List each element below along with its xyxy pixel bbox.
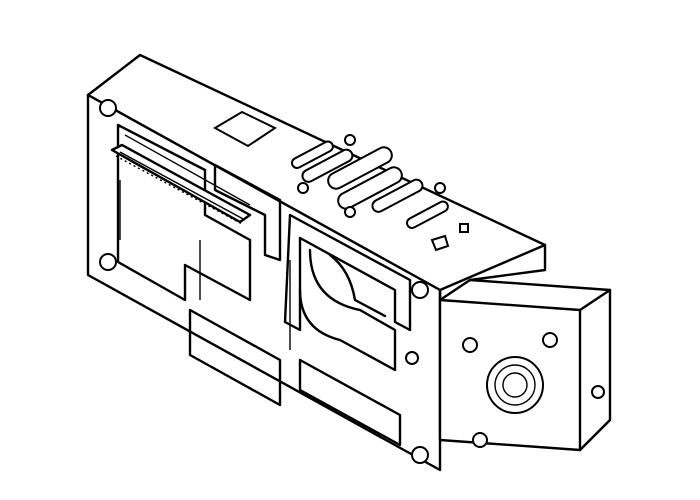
port-hole xyxy=(591,385,605,399)
top-face xyxy=(86,53,547,292)
top-slots xyxy=(290,134,469,252)
front-section-face xyxy=(86,93,442,472)
port-hole xyxy=(542,332,558,348)
mounting-hole xyxy=(411,446,429,464)
mounting-hole xyxy=(99,253,117,271)
mounting-hole xyxy=(405,351,419,365)
end-block xyxy=(438,243,612,452)
port-hole xyxy=(462,337,478,353)
mounting-hole xyxy=(411,281,429,299)
mounting-hole xyxy=(99,99,117,117)
top-rectangular-opening xyxy=(212,110,278,148)
port-hole xyxy=(472,432,488,448)
connector-strip xyxy=(110,143,252,225)
